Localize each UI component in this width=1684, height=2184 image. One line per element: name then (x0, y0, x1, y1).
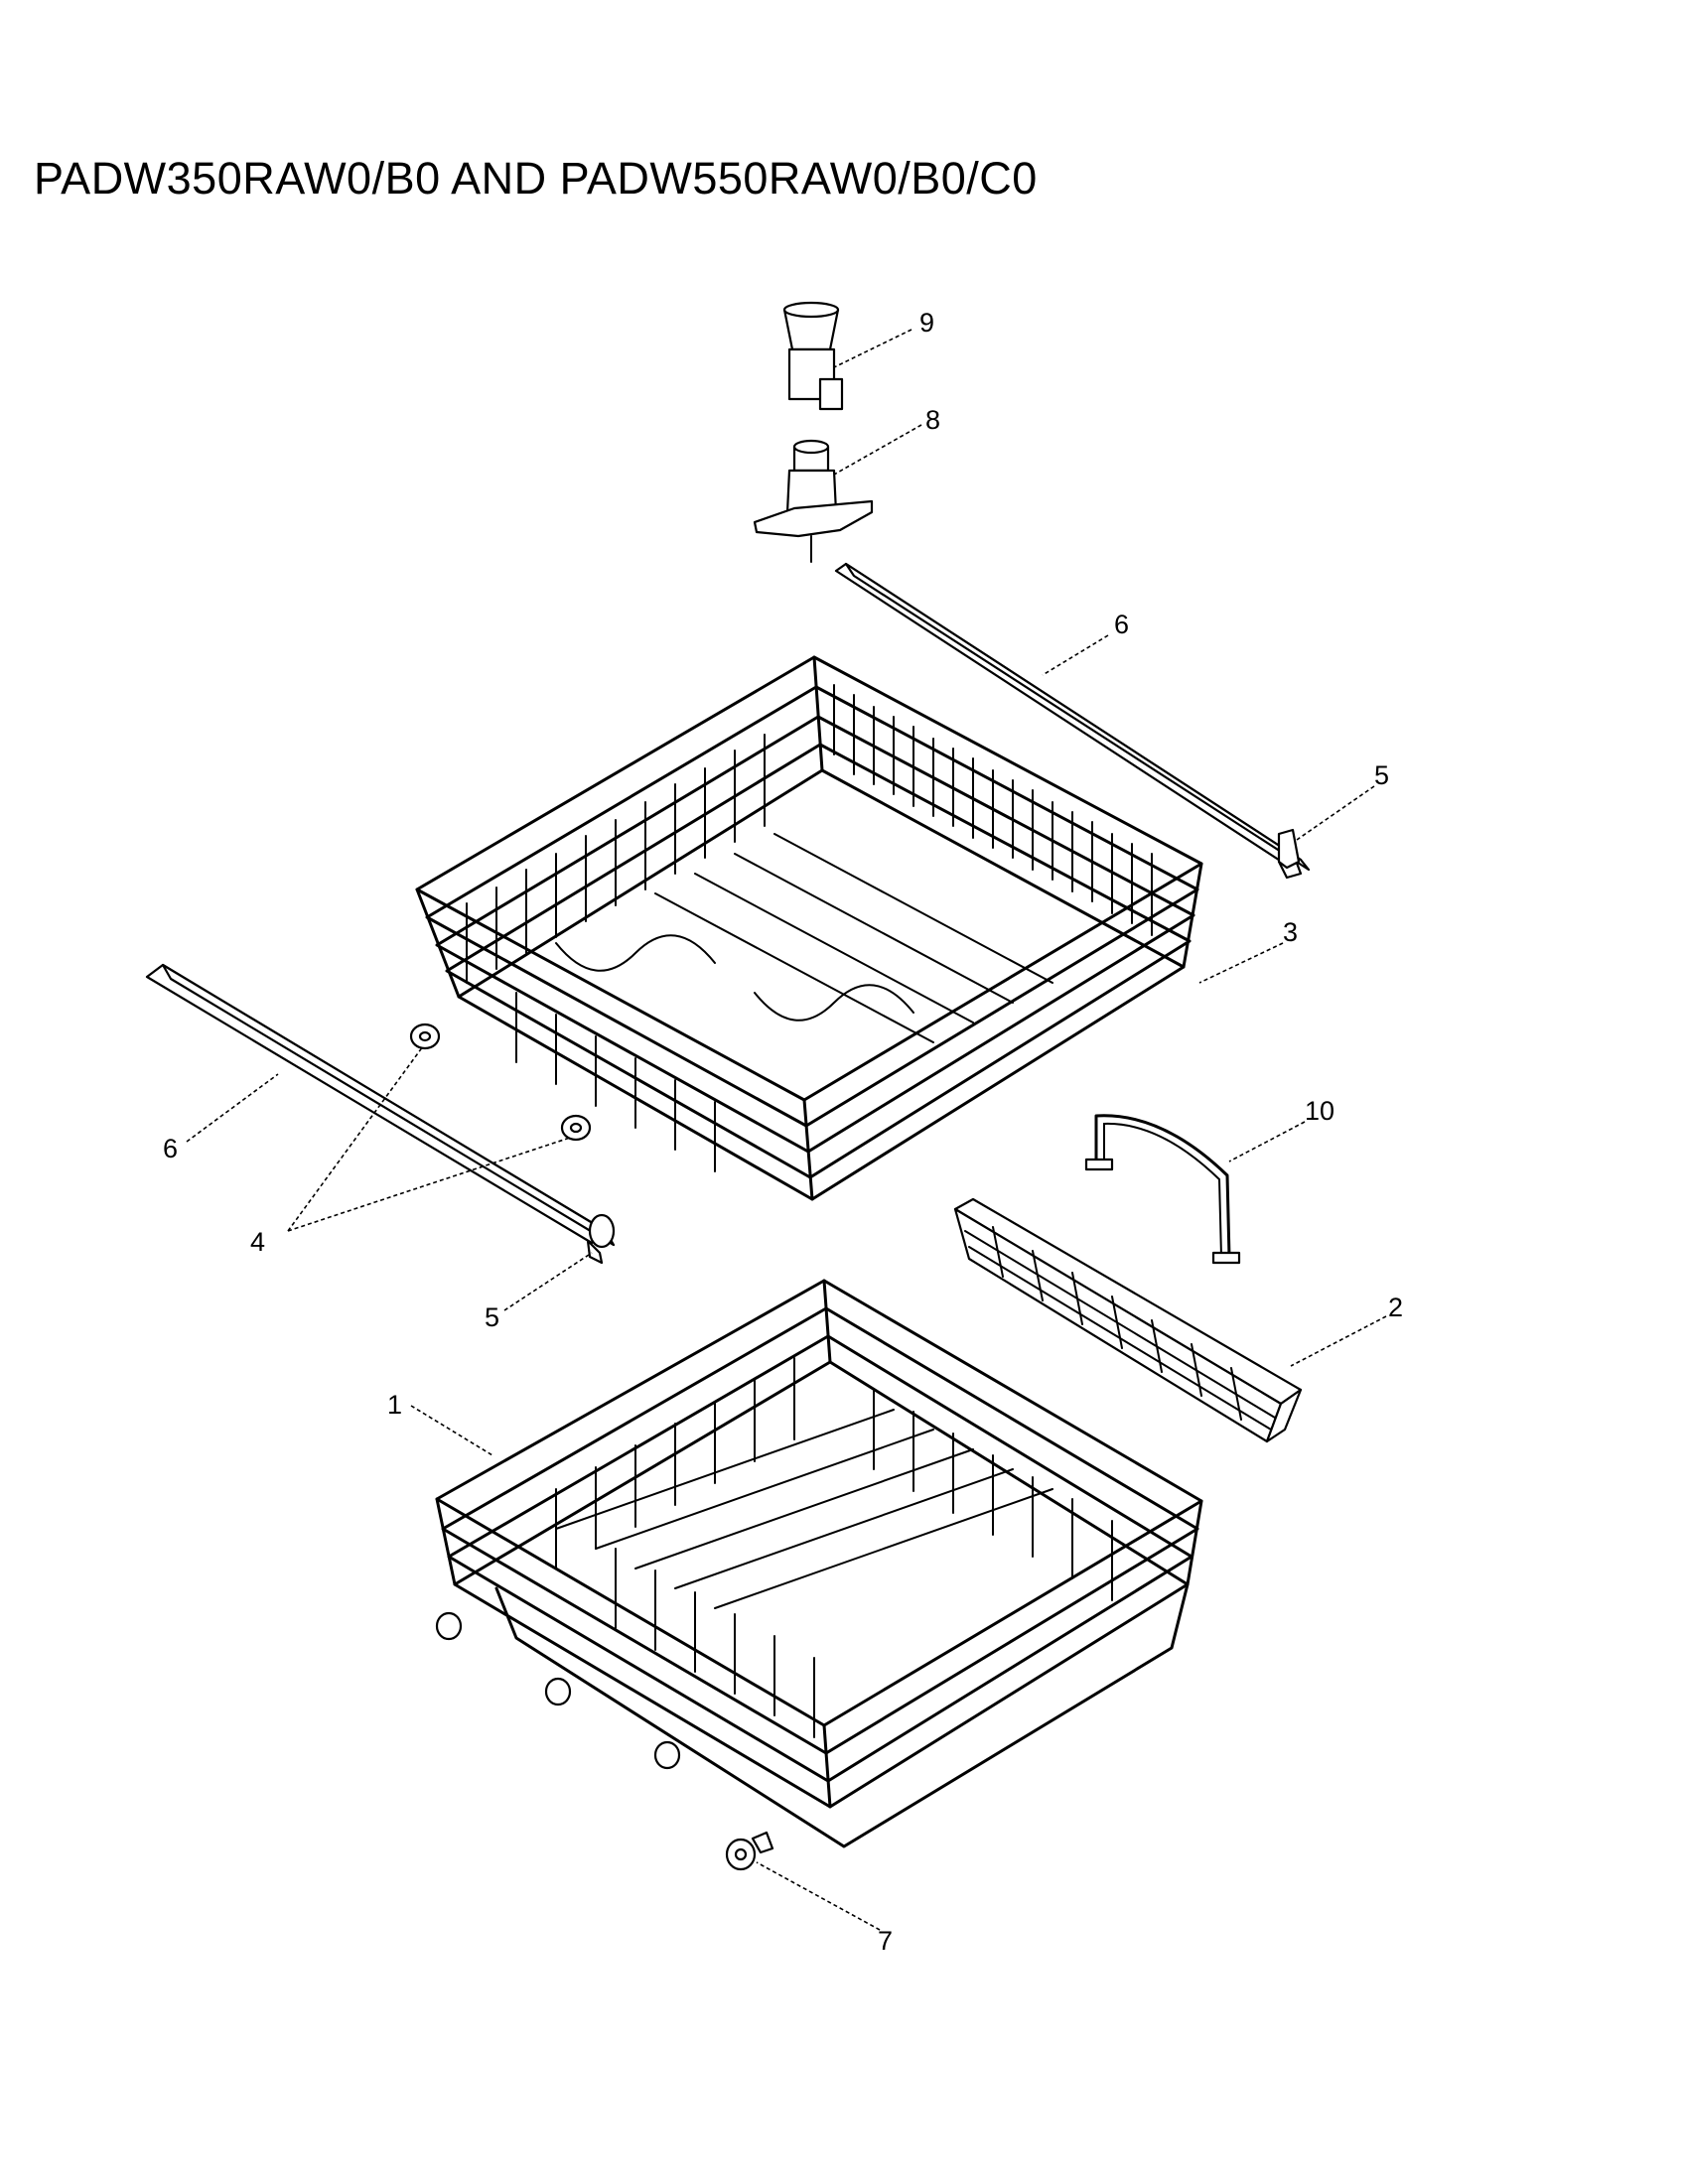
callout-5-top: 5 (1374, 760, 1389, 790)
callout-labels: 9 8 6 5 3 6 10 4 5 2 1 7 (163, 308, 1403, 1956)
callout-3: 3 (1283, 917, 1298, 947)
part-2-silverware-basket (953, 1197, 1303, 1443)
part-1-lower-rack (435, 1279, 1203, 1848)
part-10-basket-handle (1084, 1114, 1241, 1265)
callout-5-left: 5 (485, 1302, 499, 1332)
part-5-rail-end-cap-left (586, 1213, 616, 1265)
callout-4: 4 (250, 1227, 265, 1257)
callout-7: 7 (878, 1926, 893, 1956)
page-title: PADW350RAW0/B0 AND PADW550RAW0/B0/C0 (34, 153, 1038, 204)
callout-9: 9 (919, 308, 934, 338)
callout-6-top: 6 (1114, 610, 1129, 639)
part-9-spray-tube (782, 301, 844, 411)
callout-2: 2 (1388, 1293, 1403, 1322)
leader-lines (186, 329, 1387, 1931)
callout-10: 10 (1305, 1096, 1334, 1126)
callout-8: 8 (925, 405, 940, 435)
callout-1: 1 (387, 1390, 402, 1420)
callout-6-left: 6 (163, 1134, 178, 1163)
part-7-lower-rack-wheel (725, 1831, 774, 1871)
part-5-rail-end-cap-right (1277, 828, 1301, 870)
part-4-rollers (409, 1023, 592, 1142)
part-3-upper-rack (415, 655, 1203, 1201)
part-8-mount-bearing (753, 439, 874, 563)
